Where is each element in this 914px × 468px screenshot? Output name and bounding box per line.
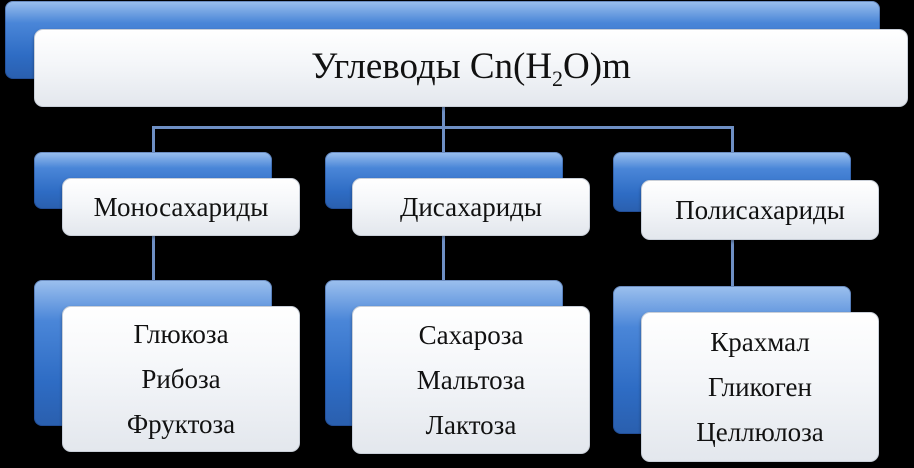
connector-root-down — [442, 106, 445, 128]
category-monosaccharides-label: Моносахариды — [93, 191, 269, 222]
items-polysaccharides: Крахмал Гликоген Целлюлоза — [641, 312, 879, 462]
connector-poly-items — [731, 240, 734, 286]
list-item: Рибоза — [141, 363, 221, 394]
category-disaccharides-label: Дисахариды — [399, 191, 543, 222]
category-monosaccharides: Моносахариды — [62, 178, 300, 236]
list-item: Фруктоза — [126, 408, 236, 439]
list-item: Крахмал — [710, 326, 810, 357]
connector-mono-items — [152, 236, 155, 280]
connector-di-items — [442, 236, 445, 280]
list-item: Мальтоза — [416, 364, 526, 395]
category-disaccharides: Дисахариды — [352, 178, 590, 236]
list-item: Глюкоза — [133, 318, 229, 349]
connector-mono — [152, 126, 155, 152]
list-item: Гликоген — [708, 371, 812, 402]
category-polysaccharides: Полисахариды — [641, 180, 879, 240]
items-monosaccharides: Глюкоза Рибоза Фруктоза — [62, 306, 300, 452]
list-item: Сахароза — [418, 319, 524, 350]
root-node: Углеводы Cn(H2O)m — [34, 29, 908, 107]
root-label: Углеводы Cn(H2O)m — [311, 45, 631, 91]
list-item: Целлюлоза — [696, 416, 824, 447]
items-disaccharides: Сахароза Мальтоза Лактоза — [352, 306, 590, 454]
category-polysaccharides-label: Полисахариды — [675, 194, 845, 225]
connector-di — [442, 126, 445, 152]
connector-poly — [731, 126, 734, 152]
list-item: Лактоза — [425, 409, 517, 440]
